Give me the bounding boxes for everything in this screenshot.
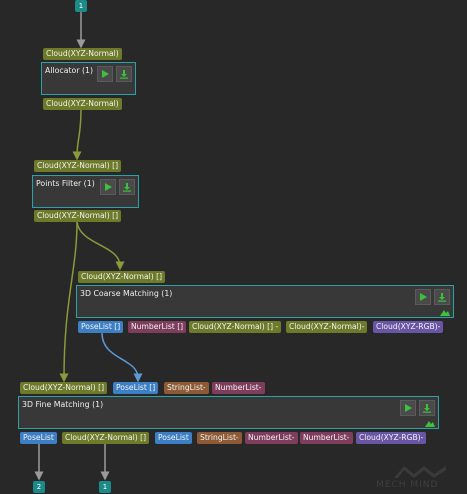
download-button[interactable] [119,179,135,195]
coarse-input-port[interactable]: Cloud(XYZ-Normal) [] [78,271,166,283]
run-button[interactable] [100,179,116,195]
fine-output-cloud-rgb[interactable]: Cloud(XYZ-RGB)- [356,432,427,444]
download-icon [438,293,446,302]
run-button[interactable] [400,400,416,416]
play-icon [420,293,427,301]
fine-output-poselist[interactable]: PoseList [20,432,57,444]
coarse-output-cloud-rgb[interactable]: Cloud(XYZ-RGB)- [373,321,444,333]
fine-input-numberlist[interactable]: NumberList- [212,382,265,394]
play-icon [105,183,112,191]
node-title: 3D Fine Matching (1) [22,400,104,409]
fine-input-stringlist[interactable]: StringList- [164,382,209,394]
download-icon [423,404,431,413]
fine-output-numberlist[interactable]: NumberList- [245,432,298,444]
exit-badge-1[interactable]: 1 [99,481,111,493]
node-title: Allocator (1) [45,66,94,75]
coarse-output-numberlist[interactable]: NumberList [] [128,321,187,333]
fine-input-cloud-normal[interactable]: Cloud(XYZ-Normal) [] [20,382,108,394]
download-button[interactable] [116,66,132,82]
watermark-logo: MECH MIND [376,466,462,490]
fine-output-cloud-normal[interactable]: Cloud(XYZ-Normal) [] [62,432,150,444]
mech-mind-logo-icon [394,466,446,478]
run-button[interactable] [97,66,113,82]
play-icon [102,70,109,78]
watermark-text: MECH MIND [376,480,439,490]
wire-allocator-to-filter [72,109,82,161]
allocator-node[interactable]: Allocator (1) [41,62,136,95]
coarse-output-cloud-normal-2[interactable]: Cloud(XYZ-Normal)- [286,321,368,333]
wire-filter-to-coarse [76,221,125,271]
start-badge[interactable]: 1 [75,0,87,12]
node-title: Points Filter (1) [36,179,95,188]
coarse-matching-node[interactable]: 3D Coarse Matching (1) [76,285,454,318]
wire-filter-to-fine [59,221,78,383]
fine-output-stringlist[interactable]: StringList- [197,432,242,444]
fine-output-poselist-2[interactable]: PoseList [155,432,192,444]
fine-matching-node[interactable]: 3D Fine Matching (1) [18,396,439,429]
exit-badge-2[interactable]: 2 [33,481,45,493]
edit-icon[interactable] [425,419,435,427]
filter-output-port[interactable]: Cloud(XYZ-Normal) [] [34,210,122,222]
edit-icon[interactable] [440,308,450,316]
wire-coarse-to-fine [101,332,143,383]
node-title: 3D Coarse Matching (1) [80,289,173,298]
download-icon [123,183,131,192]
fine-input-poselist[interactable]: PoseList [] [113,382,159,394]
play-icon [405,404,412,412]
run-button[interactable] [415,289,431,305]
coarse-output-poselist[interactable]: PoseList [] [78,321,124,333]
allocator-input-port[interactable]: Cloud(XYZ-Normal) [43,48,122,60]
fine-output-numberlist-2[interactable]: NumberList- [300,432,353,444]
coarse-output-cloud-normal[interactable]: Cloud(XYZ-Normal) [] - [189,321,282,333]
filter-input-port[interactable]: Cloud(XYZ-Normal) [] [34,160,122,172]
download-button[interactable] [434,289,450,305]
download-button[interactable] [419,400,435,416]
points-filter-node[interactable]: Points Filter (1) [32,175,139,208]
allocator-output-port[interactable]: Cloud(XYZ-Normal) [43,98,122,110]
download-icon [120,70,128,79]
